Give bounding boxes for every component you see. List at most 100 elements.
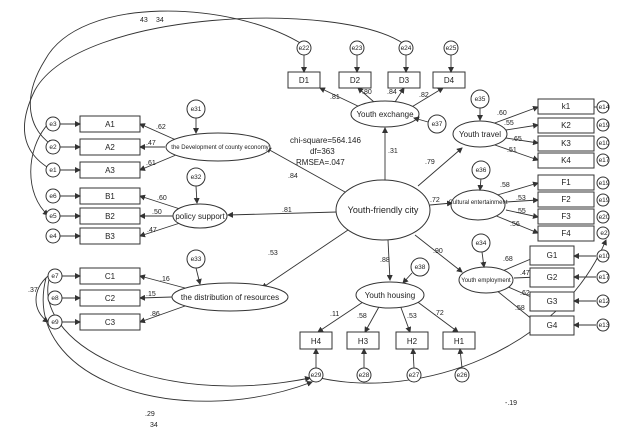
box-label-A3: A3 (105, 166, 115, 175)
box-label-K2: K2 (561, 121, 571, 130)
err-label-e2: e2 (49, 144, 57, 151)
load-F1 (493, 181, 539, 197)
box-label-K4: K4 (561, 156, 571, 165)
load-label-H3: .58 (357, 313, 367, 320)
err-label-e14: e14 (599, 104, 610, 111)
path-label-culture: .72 (430, 197, 440, 204)
path-label-housing: .88 (380, 257, 390, 264)
err-label-e38: e38 (415, 264, 426, 271)
err-label-e33: e33 (191, 256, 202, 263)
latent-label-distribution-resources: the distribution of resources (181, 293, 279, 302)
err-label-e36: e36 (476, 167, 487, 174)
path-label-county: .84 (288, 173, 298, 180)
err-label-e12: e12 (599, 298, 610, 305)
path-culture (429, 200, 453, 207)
box-F4 (537, 225, 595, 242)
load-F2 (505, 197, 539, 204)
box-label-C2: C2 (105, 294, 116, 303)
box-label-D2: D2 (350, 76, 361, 85)
err-label-e7: e7 (51, 273, 59, 280)
err-e33 (186, 249, 206, 269)
load-K2 (505, 122, 539, 131)
load-D2 (357, 87, 375, 103)
err-e29 (308, 367, 324, 383)
err-e20 (596, 210, 610, 224)
cov-label-34b: 34 (150, 422, 158, 429)
err-label-e10: e10 (599, 140, 610, 147)
cov-e24-e1 (24, 17, 405, 171)
box-label-F4: F4 (561, 229, 571, 238)
err-link-e32 (193, 185, 200, 204)
load-K3 (505, 137, 539, 146)
err-e4 (45, 228, 61, 244)
latent-label-youth-exchange: Youth exchange (356, 110, 414, 119)
err-e17 (596, 153, 610, 167)
box-label-G3: G3 (547, 297, 558, 306)
load-label-A2: .47 (146, 140, 156, 147)
err-label-e31: e31 (191, 106, 202, 113)
cov-e7-e29b (42, 277, 313, 402)
box-K4 (537, 152, 595, 169)
err-e7 (47, 268, 63, 284)
cov-e22-e2 (29, 10, 303, 146)
latent-label-county-economy: the Development of county economy (171, 145, 268, 151)
path-housing (386, 239, 393, 281)
err-label-e23: e23 (352, 45, 363, 52)
fit-chi-square: chi-square=564.146 (290, 136, 361, 145)
err-label-e9: e9 (51, 319, 59, 326)
load-H2 (399, 304, 412, 333)
err-e38 (410, 257, 430, 277)
load-k1 (491, 105, 539, 125)
err-e25 (443, 40, 459, 56)
load-F4 (493, 214, 539, 234)
box-F1 (537, 174, 595, 191)
load-label-K2: .55 (504, 120, 514, 127)
err-label-e19a: e19 (599, 122, 610, 129)
cov-e3-e5 (30, 123, 49, 216)
err-label-e22: e22 (299, 45, 310, 52)
err-label-e2r: e2 (600, 230, 608, 237)
load-F3 (505, 209, 539, 219)
load-label-G3: .62 (520, 290, 530, 297)
err-label-e25: e25 (446, 45, 457, 52)
box-label-K3: K3 (561, 139, 571, 148)
latent-youth-housing (355, 281, 425, 309)
box-label-G1: G1 (547, 251, 558, 260)
box-K2 (537, 117, 595, 134)
load-H3 (364, 304, 381, 333)
box-K3 (537, 135, 595, 152)
load-label-H4: .11 (330, 311, 339, 318)
err-e31 (186, 99, 206, 119)
err-link-e37 (413, 116, 429, 123)
err-link-e36 (477, 177, 484, 191)
err-e23 (349, 40, 365, 56)
err-e22 (296, 40, 312, 56)
err-link-e38 (402, 272, 413, 284)
err-e37 (427, 114, 447, 134)
cov-e29-e10 (319, 239, 607, 384)
err-e28 (356, 367, 372, 383)
err-e14 (596, 100, 610, 114)
load-label-B2: .50 (152, 209, 162, 216)
latent-distribution-resources (171, 282, 289, 312)
err-link-e26 (457, 348, 464, 369)
path-label-exchange: .31 (388, 148, 398, 155)
load-B1 (139, 194, 181, 210)
load-label-C3: .86 (150, 311, 160, 318)
err-label-e24: e24 (401, 45, 412, 52)
err-e17r (596, 270, 610, 284)
path-label-resources: .53 (268, 250, 278, 257)
path-label-policy: .81 (282, 207, 292, 214)
err-label-e37: e37 (432, 121, 443, 128)
latent-label-youth-housing: Youth housing (365, 291, 415, 300)
err-e19a (596, 118, 610, 132)
box-k1 (537, 98, 595, 115)
load-label-F2: .53 (516, 195, 526, 202)
box-label-A2: A2 (105, 143, 115, 152)
load-K4 (491, 143, 539, 162)
err-e3 (45, 116, 61, 132)
cov-label-34a: 34 (156, 17, 164, 24)
latent-county-economy (165, 132, 271, 162)
box-label-F1: F1 (561, 178, 571, 187)
box-label-H1: H1 (454, 337, 465, 346)
